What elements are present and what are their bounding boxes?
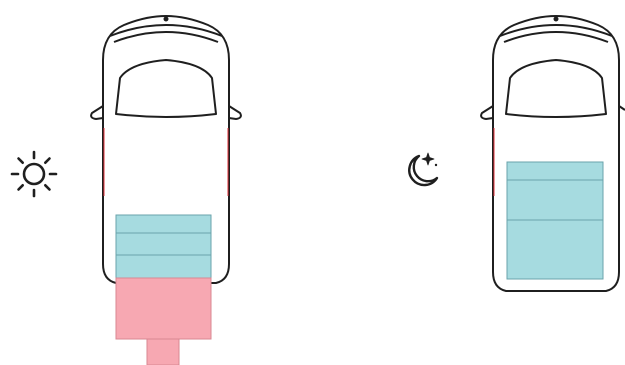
hood-line bbox=[109, 24, 223, 37]
hood-line-inner bbox=[113, 31, 219, 43]
right-mirror bbox=[228, 105, 242, 120]
left-mirror bbox=[480, 105, 494, 120]
hood-line-inner bbox=[503, 31, 609, 43]
sun-icon bbox=[10, 150, 58, 198]
bed-platform-day bbox=[115, 214, 212, 279]
hood-emblem bbox=[163, 16, 169, 22]
rear-platform bbox=[115, 277, 212, 340]
van-body-outline bbox=[492, 15, 620, 292]
van-night bbox=[480, 15, 625, 292]
windshield bbox=[505, 59, 607, 118]
hood-emblem bbox=[553, 16, 559, 22]
hood-line bbox=[499, 24, 613, 37]
van-day bbox=[90, 15, 242, 284]
right-mirror bbox=[618, 105, 625, 111]
bed-platform-night bbox=[506, 161, 604, 280]
bed-section-3 bbox=[506, 219, 604, 280]
rear-extension bbox=[115, 277, 212, 365]
bed-section-1 bbox=[115, 214, 212, 234]
bed-section-2 bbox=[115, 232, 212, 256]
windshield bbox=[115, 59, 217, 118]
bed-section-3 bbox=[115, 254, 212, 279]
bed-section-1 bbox=[506, 161, 604, 181]
rear-step bbox=[146, 338, 180, 365]
bed-section-2 bbox=[506, 179, 604, 221]
moon-stars-icon bbox=[408, 152, 439, 187]
left-mirror bbox=[90, 105, 104, 120]
